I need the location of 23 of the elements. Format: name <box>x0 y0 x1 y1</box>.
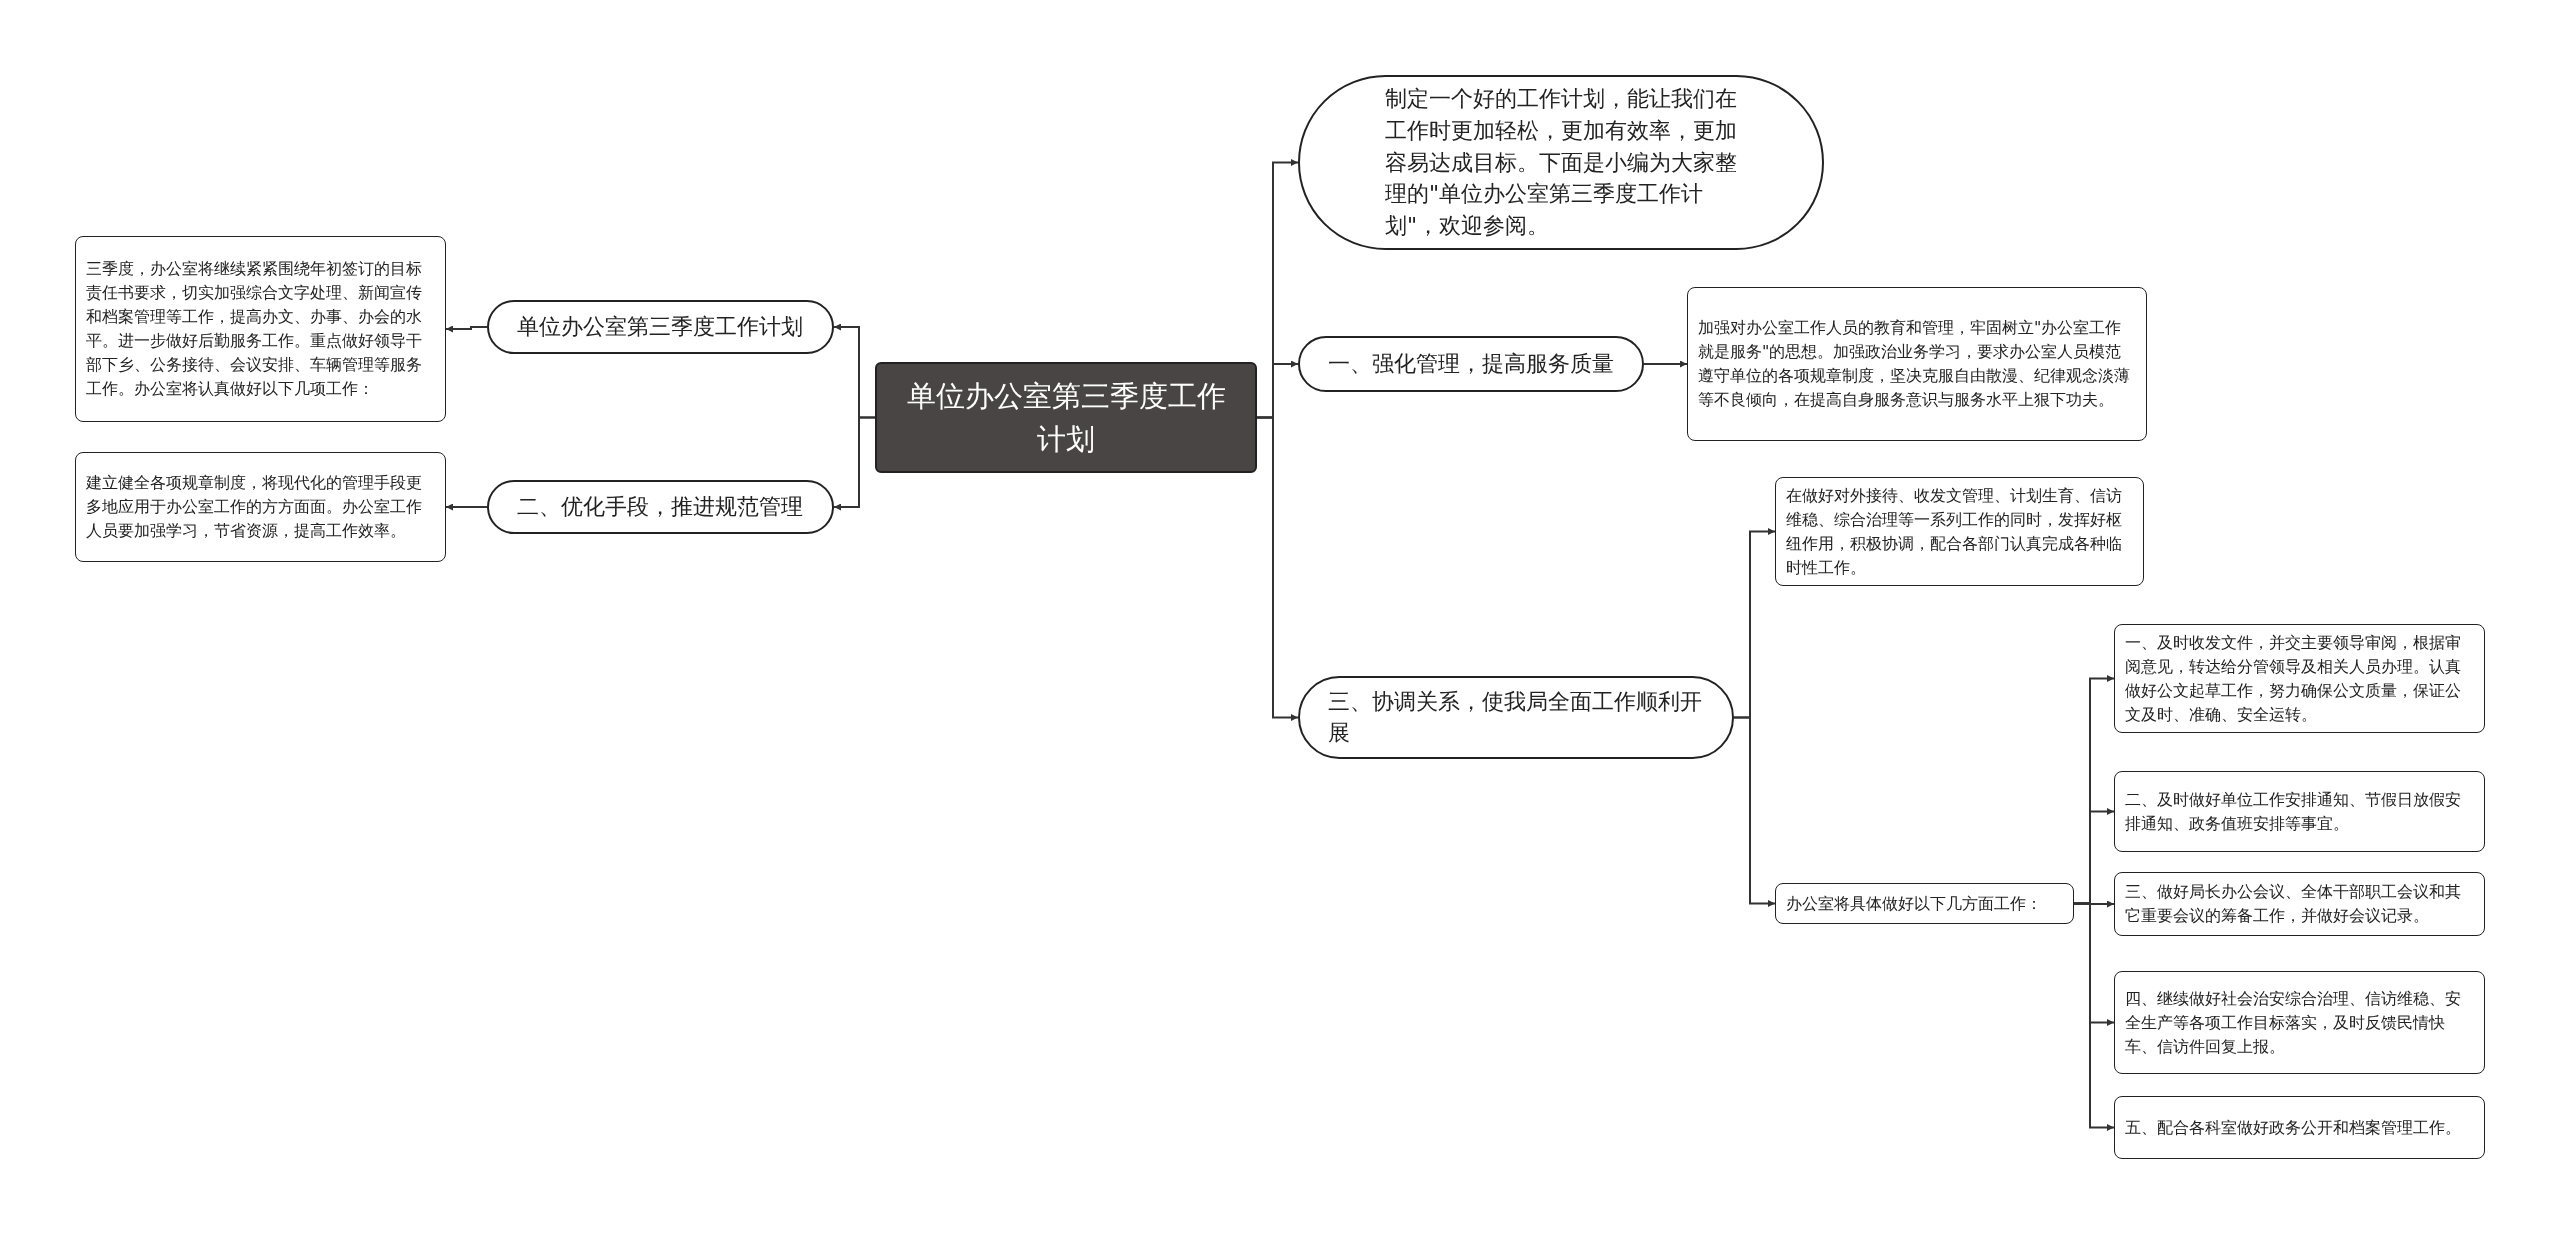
connector-arrow <box>2073 902 2115 1131</box>
text-box: 三、做好局长办公会议、全体干部职工会议和其它重要会议的筹备工作，并做好会议记录。 <box>2114 872 2485 936</box>
topic-pill: 二、优化手段，推进规范管理 <box>487 480 834 534</box>
text-box: 五、配合各科室做好政务公开和档案管理工作。 <box>2114 1096 2485 1159</box>
connector-arrow <box>445 503 488 511</box>
text-box: 一、及时收发文件，并交主要领导审阅，根据审阅意见，转达给分管领导及相关人员办理。认真做好公文起草工作，努力确保公文质量，保证公文及时、准确、安全运转。 <box>2114 624 2485 733</box>
text-box: 建立健全各项规章制度，将现代化的管理手段更多地应用于办公室工作的方方面面。办公室工作人员要加强学习，节省资源，提高工作效率。 <box>75 452 446 562</box>
intro-pill: 制定一个好的工作计划，能让我们在工作时更加轻松，更加有效率，更加容易达成目标。下面是小编为大家整理的"单位办公室第三季度工作计划"，欢迎参阅。 <box>1298 75 1824 250</box>
text-box: 办公室将具体做好以下几方面工作： <box>1775 883 2074 924</box>
text-box: 四、继续做好社会治安综合治理、信访维稳、安全生产等各项工作目标落实，及时反馈民情快车、信访件回复上报。 <box>2114 971 2485 1074</box>
topic-pill: 三、协调关系，使我局全面工作顺利开展 <box>1298 676 1734 759</box>
connector-arrow <box>445 325 488 333</box>
connector-arrow <box>1733 716 1776 907</box>
text-box: 三季度，办公室将继续紧紧围绕年初签订的目标责任书要求，切实加强综合文字处理、新闻宣传和档案管理等工作，提高办文、办事、办会的水平。进一步做好后勤服务工作。重点做好领导干部下乡、公务接待、会议安排、车辆管理等服务工作。办公室将认真做好以下几项工作： <box>75 236 446 422</box>
connector-arrow <box>1256 416 1299 721</box>
text-box: 在做好对外接待、收发文管理、计划生育、信访维稳、综合治理等一系列工作的同时，发挥好枢纽作用，积极协调，配合各部门认真完成各种临时性工作。 <box>1775 477 2144 586</box>
topic-pill: 一、强化管理，提高服务质量 <box>1298 336 1644 392</box>
connector-arrow <box>1643 360 1688 368</box>
text-box: 二、及时做好单位工作安排通知、节假日放假安排通知、政务值班安排等事宜。 <box>2114 771 2485 852</box>
central-topic-box: 单位办公室第三季度工作计划 <box>875 362 1257 473</box>
text-box: 加强对办公室工作人员的教育和管理，牢固树立"办公室工作就是服务"的思想。加强政治业务学习，要求办公室人员模范遵守单位的各项规章制度，坚决克服自由散漫、纪律观念淡薄等不良倾向，在提高自身服务意识与服务水平上狠下功夫。 <box>1687 287 2147 441</box>
connector-arrow <box>833 416 876 511</box>
topic-pill: 单位办公室第三季度工作计划 <box>487 300 834 354</box>
